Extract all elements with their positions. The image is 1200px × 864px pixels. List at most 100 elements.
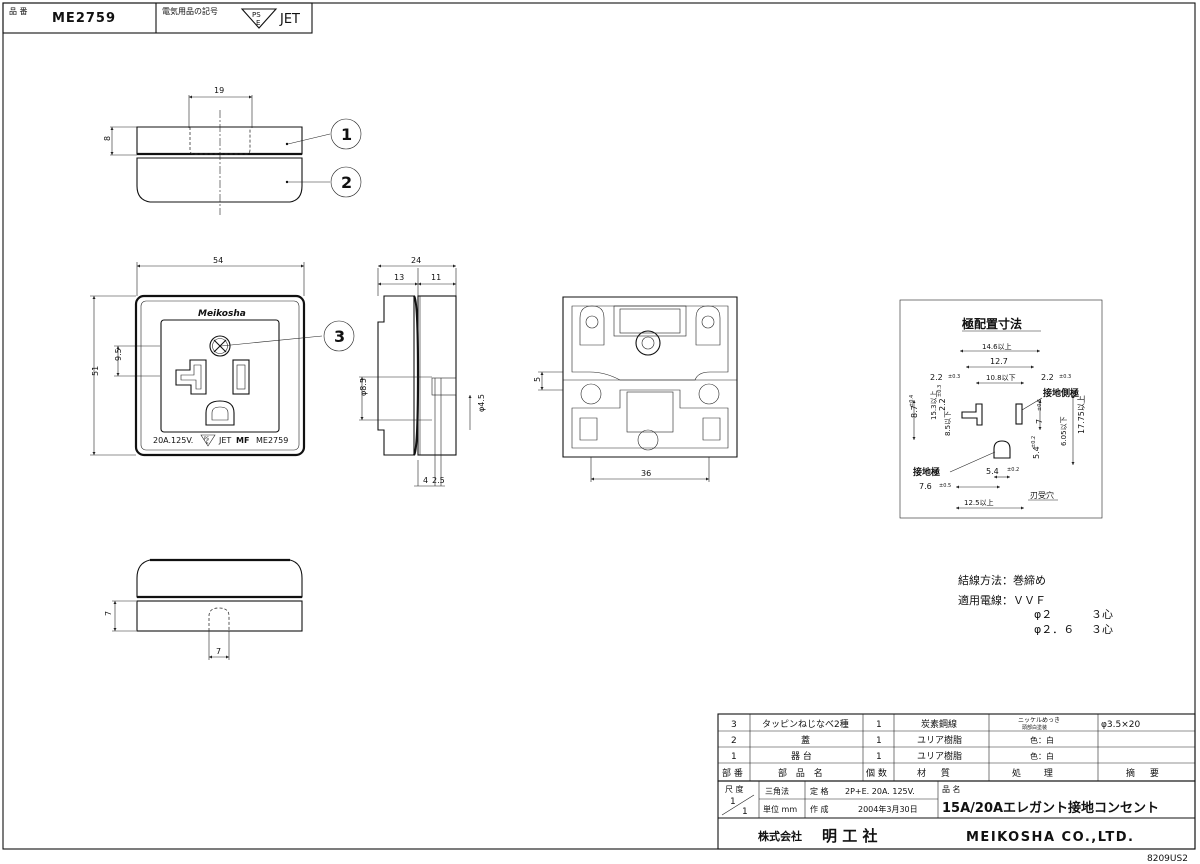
svg-text:1: 1 [876,720,882,730]
brand-logo: Meikosha [198,309,246,319]
product-name-label: 品 名 [942,784,961,794]
applicable-wire: 適用電線：ＶＶＦ [958,593,1046,607]
pole-dim-605: 6.05以下 [1060,416,1068,446]
svg-text:頭部白塗装: 頭部白塗装 [1022,724,1047,731]
dim-side-e: 2.5 [432,476,445,485]
pole-dim-127: 12.7 [990,357,1008,366]
dim-side-total: 24 [411,256,421,265]
pole-dim-87-tol: ±0.4 [909,395,915,407]
dim-side-a: 13 [394,273,404,282]
pole-dim-22a: 2.2 [930,373,943,382]
svg-text:2: 2 [341,173,352,192]
table-header: 部 番 部 品 名 個 数 材 質 処 理 摘 要 [722,767,1165,779]
side-view: 24 13 11 φ8.5 φ4.5 4 2.5 [359,256,486,487]
hinban-label: 品 番 [9,6,28,16]
product-name: 15A/20Aエレガント接地コンセント [942,800,1159,816]
table-row: 3 タッピンねじなべ2種 1 炭素鋼線 ニッケルめっき 頭部白塗装 φ3.5×2… [731,717,1141,731]
callout-2: 2 [330,166,362,198]
bottom-view: 7 7 [104,558,303,660]
svg-text:処 理: 処 理 [1012,767,1063,779]
svg-text:ユリア樹脂: ユリア樹脂 [917,734,962,746]
unit-label: 単位 mm [763,804,797,814]
screw-icon [209,335,231,357]
svg-text:個 数: 個 数 [866,767,887,779]
pole-arrangement-diagram: 極配置寸法 14.6以上 12.7 2.2 ±0.3 10.8以下 2.2 ±0… [899,299,1103,519]
svg-text:ニッケルめっき: ニッケルめっき [1018,717,1060,724]
callout-3: 3 [323,320,355,352]
pole-ground-label: 接地極 [913,466,940,478]
dim-top-width: 19 [214,86,224,95]
svg-text:3: 3 [731,720,737,730]
svg-text:部 品 名: 部 品 名 [778,767,826,779]
table-row: 1 器 台 1 ユリア樹脂 色：白 [731,750,1054,762]
callout-1: 1 [330,118,362,150]
pole-title: 極配置寸法 [962,316,1022,331]
jet-label: JET [279,12,300,27]
svg-text:1: 1 [876,736,882,746]
scale-label: 尺 度 [725,784,744,794]
wiring-method: 結線方法：巻締め [958,573,1046,587]
table-row: 2 蓋 1 ユリア樹脂 色：白 [731,734,1054,746]
pole-dim-87: 8.7 [910,405,919,418]
rating-label: 定 格 [810,786,829,796]
rating-value: 2P+E. 20A. 125V. [845,787,915,796]
wire-1-cores: ３心 [1091,608,1113,621]
face-maker: MF [236,436,249,445]
svg-text:炭素鋼線: 炭素鋼線 [921,718,957,730]
dim-side-d2: φ4.5 [477,394,486,412]
pole-blade-slot-icon [1015,403,1023,425]
svg-text:部 番: 部 番 [722,767,743,779]
blade-slot-icon [232,359,250,395]
header-block: 品 番 ME2759 電気用品の記号 PS E JET [2,2,313,34]
pse-mark-icon: PS E [240,8,278,29]
svg-text:2: 2 [731,736,737,746]
dim-back-width: 36 [641,469,651,478]
company-name-jp: 明 工 社 [822,827,877,845]
back-view: 5 36 [533,296,738,482]
svg-text:1: 1 [876,752,882,762]
svg-text:E: E [206,440,209,445]
pole-dim-7-tol: ±0.5 [1037,399,1043,411]
dim-side-b: 11 [431,273,441,282]
face-rating: 20A.125V. [153,436,193,445]
svg-text:1: 1 [731,752,737,762]
pole-dim-22a-tol: ±0.3 [948,374,960,380]
svg-text:タッピンねじなべ2種: タッピンねじなべ2種 [762,719,849,730]
pole-dim-146: 14.6以上 [982,342,1012,351]
svg-text:材 質: 材 質 [917,767,956,779]
svg-text:ユリア樹脂: ユリア樹脂 [917,750,962,762]
wire-2-diameter: φ２．６ [1034,623,1074,636]
created-date: 2004年3月30日 [858,804,918,814]
dim-front-offset: 9.5 [114,348,123,361]
pole-ground-side-label: 接地側極 [1043,387,1079,399]
dim-bottom-width: 7 [216,647,221,656]
pole-dim-54h-tol: ±0.2 [1007,467,1019,473]
svg-text:E: E [256,19,260,27]
dim-side-d1: φ8.5 [359,378,368,396]
svg-text:PS: PS [204,436,209,441]
dim-top-height: 8 [103,136,112,141]
pole-ground-hole-icon [993,440,1011,459]
pole-dim-54v-tol: ±0.2 [1031,436,1037,448]
wire-2-cores: ３心 [1091,623,1113,636]
svg-text:器 台: 器 台 [791,750,812,762]
top-view: 19 8 1 2 [103,86,362,215]
svg-text:色：白: 色：白 [1030,751,1054,761]
wiring-notes: 結線方法：巻締め 適用電線：ＶＶＦ φ２ ３心 φ２．６ ３心 [958,573,1113,636]
pole-blade-hole-label: 刃受穴 [1030,490,1054,500]
svg-text:摘 要: 摘 要 [1126,767,1165,779]
pole-dim-76: 7.6 [919,482,932,491]
dim-front-width: 54 [213,256,223,265]
svg-text:色：白: 色：白 [1030,735,1054,745]
svg-text:蓋: 蓋 [801,734,810,746]
part-number: ME2759 [52,11,116,26]
face-jet: JET [218,436,231,445]
dim-front-height: 51 [91,366,100,376]
pole-dim-108: 10.8以下 [986,374,1016,382]
company-prefix: 株式会社 [758,829,802,843]
svg-text:3: 3 [334,327,345,346]
pole-dim-54v: 5.4 [1032,446,1041,459]
document-code: 8209US2 [1147,854,1188,864]
title-block: 尺 度 1 1 三角法 定 格 2P+E. 20A. 125V. 単位 mm 作… [717,780,1196,864]
